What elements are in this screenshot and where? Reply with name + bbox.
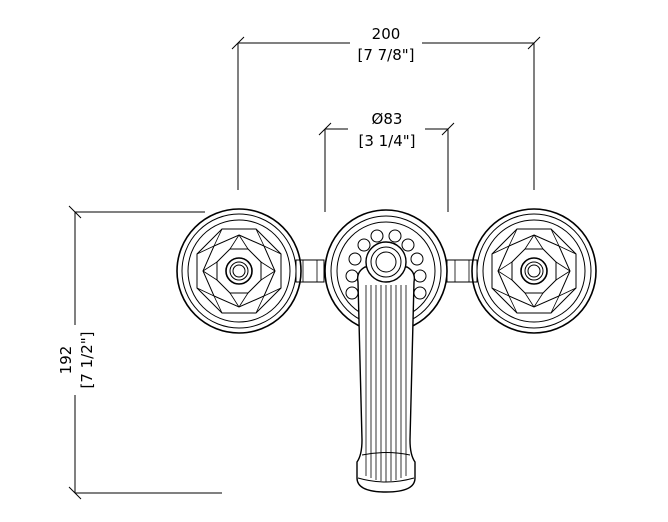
width-tick-right [527, 36, 541, 50]
central-spout [324, 209, 448, 493]
spout-medallion-mid [370, 246, 402, 278]
left-handle-cap-inner [232, 264, 246, 278]
right-handle-cap-outer [520, 257, 548, 285]
diameter-tick-left [318, 122, 332, 136]
spout-medallion-outer [365, 241, 407, 283]
left-handle-outer-ring [176, 208, 302, 334]
width-metric-label: 200 [372, 25, 401, 43]
height-imperial-label: [7 1/2"] [78, 331, 96, 388]
left-handle-cap-mid [229, 261, 249, 281]
height-tick-top [68, 205, 82, 219]
diameter-imperial-label: [3 1/4"] [358, 132, 415, 150]
overall-width-dimension: 200 [7 7/8"] [231, 25, 541, 190]
spout-fluting [365, 285, 407, 482]
left-handle-ring-3 [187, 219, 291, 323]
height-metric-label: 192 [57, 346, 75, 375]
right-handle-outer-ring [471, 208, 597, 334]
right-handle-cap-mid [524, 261, 544, 281]
right-handle-octagon-inner [511, 248, 557, 294]
width-imperial-label: [7 7/8"] [357, 46, 414, 64]
left-handle-octagon-inner [216, 248, 262, 294]
right-handle-ring-3 [482, 219, 586, 323]
right-handle-facets [491, 228, 577, 314]
diameter-metric-label: Ø83 [372, 110, 403, 128]
right-handle-octagon-outer [491, 228, 577, 314]
right-handle [471, 208, 597, 334]
left-handle-ring-2 [181, 213, 297, 329]
left-handle-octagon-outer [196, 228, 282, 314]
left-handle-cap-outer [225, 257, 253, 285]
width-tick-left [231, 36, 245, 50]
right-handle-ring-2 [476, 213, 592, 329]
overall-height-dimension: 192 [7 1/2"] [57, 205, 222, 500]
spout-medallion-inner [375, 251, 397, 273]
diameter-tick-right [441, 122, 455, 136]
left-handle [176, 208, 302, 334]
spout-diameter-dimension: Ø83 [3 1/4"] [318, 110, 455, 212]
right-handle-cap-inner [527, 264, 541, 278]
left-handle-facets [196, 228, 282, 314]
height-tick-bottom [68, 486, 82, 500]
